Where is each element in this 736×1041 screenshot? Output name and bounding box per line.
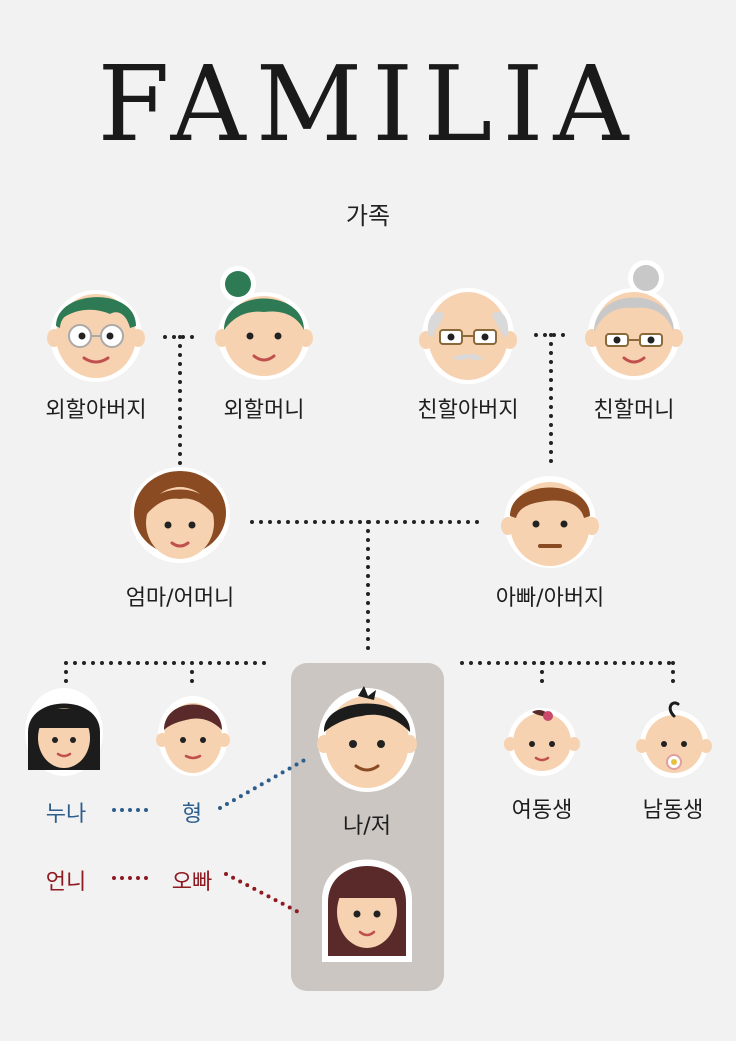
maternal-grandmother-face-icon xyxy=(215,266,313,380)
older-brother-face-icon xyxy=(156,696,230,776)
self-label: 나/저 xyxy=(343,814,391,839)
older-siblings-line xyxy=(64,661,272,692)
maternal-grandfather-label: 외할아버지 xyxy=(45,398,147,423)
maternal-grandfather-face-icon xyxy=(47,290,145,382)
father-face-icon xyxy=(501,476,599,568)
younger-sister-face-icon xyxy=(504,708,580,776)
mother-label: 엄마/어머니 xyxy=(125,586,235,611)
older-sister-female-speaker-label: 언니 xyxy=(45,870,87,895)
page-subtitle: 가족 xyxy=(345,202,391,230)
mother-face-icon xyxy=(130,467,230,563)
self-male-face-icon xyxy=(317,686,417,792)
younger-siblings-line xyxy=(460,661,675,692)
female-speaker-link xyxy=(224,872,304,916)
older-brother-female-speaker-label: 오빠 xyxy=(171,870,213,895)
male-speaker-link xyxy=(218,756,310,810)
paternal-grandparents-line xyxy=(534,333,570,467)
younger-brother-face-icon xyxy=(636,701,712,778)
older-sister-male-speaker-label: 누나 xyxy=(45,802,87,827)
paternal-grandfather-face-icon xyxy=(419,288,517,384)
younger-brother-label: 남동생 xyxy=(642,798,704,823)
older-brother-male-speaker-label: 형 xyxy=(181,802,203,827)
older-sister-face-icon xyxy=(25,688,103,776)
paternal-grandmother-label: 친할머니 xyxy=(593,398,675,423)
page-title: FAMILIA xyxy=(97,43,639,165)
paternal-grandfather-label: 친할아버지 xyxy=(417,398,519,423)
self-female-face-icon xyxy=(322,859,412,962)
maternal-grandmother-label: 외할머니 xyxy=(223,398,305,423)
father-label: 아빠/아버지 xyxy=(495,586,605,611)
paternal-grandmother-face-icon xyxy=(585,260,683,380)
younger-sister-label: 여동생 xyxy=(511,798,573,823)
maternal-grandparents-line xyxy=(163,335,198,467)
